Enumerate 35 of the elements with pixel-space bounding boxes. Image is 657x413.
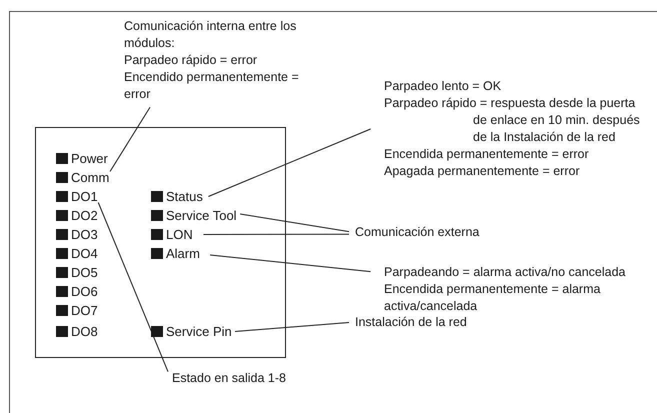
leader-line: [110, 106, 150, 172]
led-label: DO1: [71, 189, 98, 204]
callout-text: Comunicación externa: [355, 224, 480, 241]
led-label: Service Pin: [166, 324, 232, 339]
leader-line: [240, 214, 350, 232]
led-label: Service Tool: [166, 208, 237, 223]
led-label: Alarm: [166, 246, 200, 261]
module-panel: [35, 127, 286, 358]
led-label: DO7: [71, 303, 98, 318]
callout-text: Encendida permanentemente = alarma activa/cancelada: [384, 281, 602, 315]
leader-line: [210, 254, 372, 272]
callout-text: Parpadeo rápido = error: [124, 52, 258, 69]
led-label: DO2: [71, 208, 98, 223]
led-label: DO5: [71, 265, 98, 280]
led-label: Power: [71, 151, 108, 166]
leader-line: [202, 234, 350, 235]
led-label: DO4: [71, 246, 98, 261]
leader-line: [98, 202, 168, 372]
callout-text: Parpadeo lento = OK: [384, 78, 502, 95]
callout-text: Comunicación interna entre los módulos:: [124, 18, 298, 52]
callout-text: Parpadeo rápido = respuesta desde la puerta de enlace en 10 min. después de la Instalación de la red: [384, 95, 641, 146]
leader-line: [234, 322, 350, 332]
led-label: Status: [166, 189, 203, 204]
led-label: DO8: [71, 324, 98, 339]
led-label: LON: [166, 227, 193, 242]
callout-text: Apagada permanentemente = error: [384, 163, 581, 180]
callout-text: Instalación de la red: [355, 314, 468, 331]
leader-line: [208, 128, 372, 197]
led-label: DO3: [71, 227, 98, 242]
led-label: Comm: [71, 170, 110, 185]
callout-text: Estado en salida 1-8: [172, 370, 287, 387]
callout-text: Encendido permanentemente = error: [124, 69, 300, 103]
led-label: DO6: [71, 284, 98, 299]
callout-text: Encendida permanentemente = error: [384, 146, 590, 163]
callout-text: Parpadeando = alarma activa/no cancelada: [384, 264, 626, 281]
